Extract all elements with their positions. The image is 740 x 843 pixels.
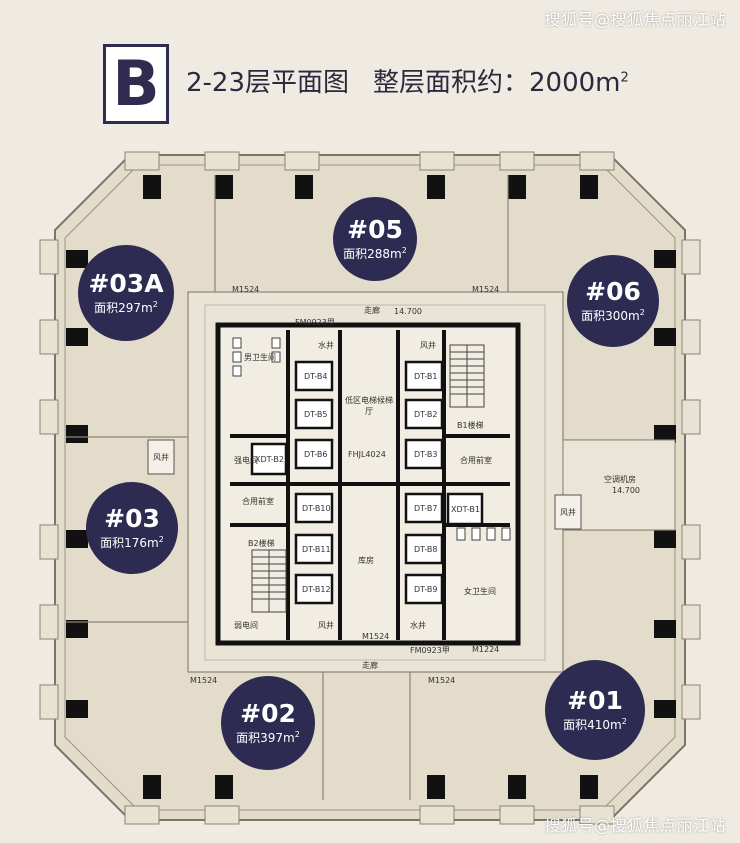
unit-number: #02 — [240, 698, 296, 728]
label-shared-front-right: 合用前室 — [460, 456, 492, 465]
unit-01-marker: #01 面积410m2 — [545, 660, 645, 760]
unit-area-text: 面积288m — [343, 246, 402, 261]
unit-area: 面积176m2 — [100, 534, 164, 551]
label-water-well-right: 水井 — [410, 621, 426, 630]
label-elevator: DT-B7 — [414, 504, 438, 513]
label-fire-elevator-right: XDT-B1 — [451, 505, 480, 514]
label-outer-wind-shaft-left: 风井 — [153, 453, 169, 462]
unit-area: 面积300m2 — [581, 307, 645, 324]
unit-area: 面积397m2 — [236, 729, 300, 746]
label-door-m1524-e: M1524 — [428, 676, 456, 685]
building-badge: B — [103, 44, 169, 124]
label-elevator: DT-B6 — [304, 450, 328, 459]
label-door-m1524-c: M1524 — [362, 632, 390, 641]
unit-05-marker: #05 面积288m2 — [333, 197, 417, 281]
unit-area-text: 面积297m — [94, 300, 153, 315]
unit-area-sup: 2 — [158, 534, 164, 544]
label-mech-room: 库房 — [358, 556, 374, 565]
structural-columns — [66, 175, 676, 799]
label-strong-room: 强电间 — [234, 456, 258, 465]
label-door-fm0923-top: FM0923甲 — [295, 318, 335, 327]
badge-letter: B — [112, 47, 160, 120]
core-internal-walls — [230, 330, 510, 640]
label-elevator: DT-B4 — [304, 372, 328, 381]
label-door-m1524-a: M1524 — [232, 285, 260, 294]
unit-number: #03 — [104, 503, 160, 533]
label-mens-wc: 男卫生间 — [244, 353, 276, 362]
label-wind-shaft-left: 风井 — [318, 621, 334, 630]
unit-06-marker: #06 面积300m2 — [567, 255, 659, 347]
unit-02-marker: #02 面积397m2 — [221, 676, 315, 770]
label-elevator: DT-B11 — [302, 545, 331, 554]
unit-area-text: 面积397m — [236, 730, 295, 745]
label-elevator: DT-B12 — [302, 585, 331, 594]
label-fire-shutter: FHJL4024 — [348, 450, 386, 459]
label-elevator: DT-B3 — [414, 450, 438, 459]
watermark-bottom: 搜狐号@搜狐焦点丽江站 — [544, 816, 726, 835]
watermark-top: 搜狐号@搜狐焦点丽江站 — [544, 10, 726, 29]
stair-b2 — [251, 549, 287, 613]
label-fire-elevator-left: XDT-B2 — [255, 455, 284, 464]
plan-title: 2-23层平面图整层面积约：2000m2 — [186, 62, 629, 99]
title-floors: 2-23层平面图 — [186, 68, 350, 98]
unit-area-sup: 2 — [621, 716, 627, 726]
label-elevator: DT-B8 — [414, 545, 438, 554]
unit-number: #05 — [347, 214, 403, 244]
label-corridor-top: 走廊 — [364, 306, 380, 315]
label-elevator: DT-B1 — [414, 372, 438, 381]
label-water-well-left: 水井 — [318, 341, 334, 350]
unit-area: 面积288m2 — [343, 245, 407, 262]
unit-number: #01 — [567, 685, 623, 715]
label-elevator: DT-B5 — [304, 410, 328, 419]
title-area-text: 整层面积约：2000m — [373, 68, 621, 98]
label-outer-wind-shaft-right: 风井 — [560, 508, 576, 517]
label-elevator-hall: 低区电梯候梯厅 — [345, 396, 393, 416]
label-door-fm0923-bottom: FM0923甲 — [410, 646, 450, 655]
unit-area-text: 面积410m — [563, 717, 622, 732]
unit-number: #03A — [88, 268, 164, 298]
unit-area-text: 面积300m — [581, 308, 640, 323]
unit-area-text: 面积176m — [100, 535, 159, 550]
title-area: 整层面积约：2000m2 — [373, 68, 629, 98]
label-shared-front-left: 合用前室 — [242, 497, 274, 506]
corridor-inner — [204, 304, 546, 661]
unit-03a-marker: #03A 面积297m2 — [78, 245, 174, 341]
unit-area: 面积410m2 — [563, 716, 627, 733]
aircon-room — [562, 439, 676, 531]
stair-b1 — [449, 344, 485, 408]
toilet-fixtures — [232, 337, 511, 541]
label-corridor-bottom: 走廊 — [362, 661, 378, 670]
unit-area-sup: 2 — [401, 245, 407, 255]
label-aircon-room: 空调机房 — [604, 475, 636, 484]
label-level-top: 14.700 — [394, 307, 422, 316]
label-door-m1524-d: M1524 — [190, 676, 218, 685]
unit-03-marker: #03 面积176m2 — [86, 482, 178, 574]
facade-bays — [39, 151, 701, 825]
label-weak-room: 弱电间 — [234, 621, 258, 630]
label-elevator: DT-B10 — [302, 504, 331, 513]
label-elevator: DT-B9 — [414, 585, 438, 594]
unit-number: #06 — [585, 276, 641, 306]
unit-area-sup: 2 — [639, 307, 645, 317]
label-level-right: 14.700 — [612, 486, 640, 495]
label-wind-shaft-right: 风井 — [420, 341, 436, 350]
unit-area-sup: 2 — [152, 299, 158, 309]
label-door-m1524-b: M1524 — [472, 285, 500, 294]
outer-wind-shaft-right — [554, 494, 582, 530]
label-door-m1224: M1224 — [472, 645, 500, 654]
unit-area: 面积297m2 — [94, 299, 158, 316]
unit-area-sup: 2 — [294, 729, 300, 739]
outer-wind-shaft-left — [147, 439, 175, 475]
label-womens-wc: 女卫生间 — [464, 587, 496, 596]
label-elevator: DT-B2 — [414, 410, 438, 419]
title-area-sup: 2 — [620, 70, 629, 86]
elevator-shafts — [250, 360, 484, 605]
label-b2-stair: B2楼梯 — [248, 539, 275, 548]
label-b1-stair: B1楼梯 — [457, 421, 484, 430]
